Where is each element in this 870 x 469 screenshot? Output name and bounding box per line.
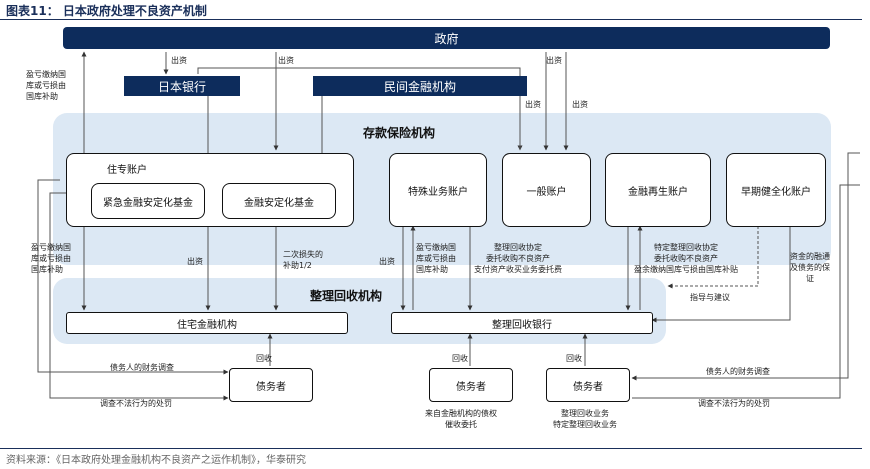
housing-account-label: 住专账户 <box>107 165 147 176</box>
top-divider <box>0 19 862 20</box>
label-guidance: 指导与建议 <box>690 293 730 302</box>
label-illegal-right: 调查不法行为的处罚 <box>698 399 770 408</box>
label-fund-gov2: 出资 <box>546 56 562 65</box>
hlac-node: 住宅金融机构 <box>66 312 348 334</box>
label-collect-3: 回收 <box>566 354 582 363</box>
label-special-mid: 盈亏缴纳国库或亏损由国库补助 <box>416 243 456 274</box>
label-collect-1: 回收 <box>256 354 272 363</box>
debtor-node-2: 债务者 <box>429 368 513 402</box>
label-fund-housing: 出资 <box>187 257 203 266</box>
emergency-fund-node: 紧急金融安定化基金 <box>91 183 205 219</box>
rcb-node: 整理回收银行 <box>391 312 653 334</box>
figure-title: 图表11： 日本政府处理不良资产机制 <box>6 4 207 18</box>
bottom-divider <box>0 448 862 449</box>
label-fund-special: 出资 <box>379 257 395 266</box>
label-debtor2-note: 来自金融机构的债权催收委托 <box>425 409 497 429</box>
label-fund-private: 出资 <box>525 100 541 109</box>
general-account-node: 一般账户 <box>502 153 591 227</box>
debtor-node-3: 债务者 <box>546 368 630 402</box>
label-collect-2: 回收 <box>452 354 468 363</box>
label-debtor3-note: 整理回收业务特定整理回收业务 <box>553 409 617 429</box>
label-specific-agreement: 特定整理回收协定委托收购不良资产盈余缴纳国库亏损由国库补贴 <box>634 243 738 274</box>
label-rcb-agreement: 整理回收协定委托收购不良资产支付资产收买业务委托费 <box>474 243 562 274</box>
label-left-mid: 盈亏缴纳国库或亏损由国库补助 <box>31 243 71 274</box>
rcc-title: 整理回收机构 <box>310 289 383 303</box>
early-account-node: 早期健全化账户 <box>726 153 826 227</box>
label-fund-gov1: 出资 <box>278 56 294 65</box>
label-second-loss: 二次损失的补助1/2 <box>283 250 323 270</box>
debtor-node-1: 债务者 <box>229 368 313 402</box>
label-fund-boj: 出资 <box>171 56 187 65</box>
source-note: 资料来源：《日本政府处理金融机构不良资产之运作机制》，华泰研究 <box>6 455 306 466</box>
label-debtor-invest-left: 债务人的财务调查 <box>110 363 174 372</box>
label-fund-gov3: 出资 <box>572 100 588 109</box>
stabilization-fund-node: 金融安定化基金 <box>222 183 336 219</box>
label-debtor-invest-right: 债务人的财务调查 <box>706 367 770 376</box>
government-node: 政府 <box>63 27 830 49</box>
special-account-node: 特殊业务账户 <box>389 153 487 227</box>
private-finance-node: 民间金融机构 <box>313 76 527 96</box>
dic-title: 存款保险机构 <box>363 126 436 140</box>
label-funding-guarantee: 资金的融通及债务的保证 <box>790 252 830 283</box>
revival-account-node: 金融再生账户 <box>605 153 711 227</box>
label-left-top: 盈亏缴纳国库或亏损由国库补助 <box>26 70 66 101</box>
label-illegal-left: 调查不法行为的处罚 <box>100 399 172 408</box>
boj-node: 日本银行 <box>124 76 240 96</box>
